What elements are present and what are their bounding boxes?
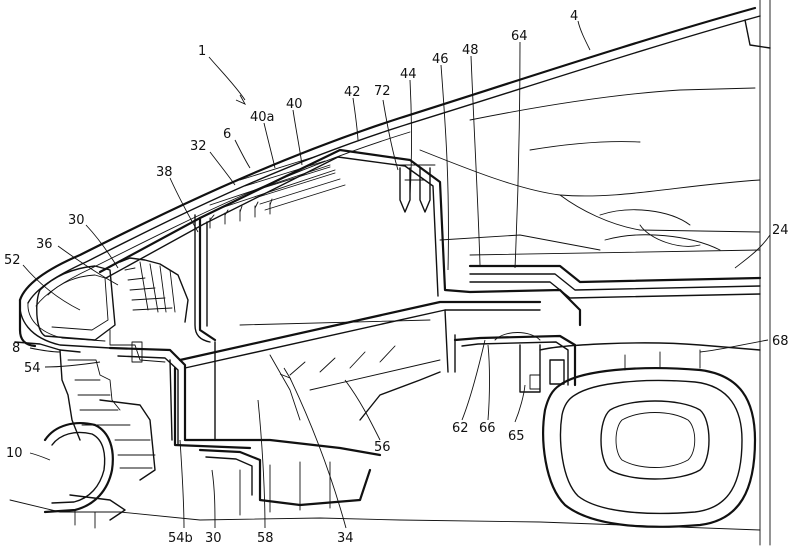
label-4: 4 bbox=[570, 9, 578, 24]
leader-10 bbox=[29, 452, 51, 461]
leader-24 bbox=[734, 234, 771, 269]
leader-30b bbox=[211, 469, 216, 529]
leader-34 bbox=[289, 377, 347, 529]
arrow-1 bbox=[235, 94, 247, 105]
label-62: 62 bbox=[452, 421, 469, 436]
leader-38 bbox=[169, 177, 199, 233]
leader-58 bbox=[257, 399, 266, 529]
leader-54 bbox=[44, 361, 101, 368]
label-54: 54 bbox=[24, 361, 41, 376]
label-48: 48 bbox=[462, 43, 479, 58]
label-42: 42 bbox=[344, 85, 361, 100]
label-32: 32 bbox=[190, 139, 207, 154]
hood-panel bbox=[18, 6, 771, 349]
label-68: 68 bbox=[772, 334, 789, 349]
label-44: 44 bbox=[400, 67, 417, 82]
leader-42 bbox=[352, 97, 359, 141]
label-46: 46 bbox=[432, 52, 449, 67]
leader-72 bbox=[382, 99, 399, 171]
label-52: 52 bbox=[4, 253, 21, 268]
leader-64 bbox=[514, 41, 521, 269]
leader-30a bbox=[85, 224, 119, 269]
label-34: 34 bbox=[337, 531, 354, 546]
label-38: 38 bbox=[156, 165, 173, 180]
leader-44 bbox=[409, 79, 412, 196]
label-64: 64 bbox=[511, 29, 528, 44]
label-10: 10 bbox=[6, 446, 23, 461]
leader-40 bbox=[292, 109, 303, 166]
label-1: 1 bbox=[198, 44, 206, 59]
leader-32 bbox=[209, 151, 236, 186]
reference-numerals: 1 4 6 8 10 24 30 30 32 34 36 38 40 40a 4… bbox=[4, 9, 789, 546]
leader-1 bbox=[208, 56, 246, 101]
label-72: 72 bbox=[374, 84, 391, 99]
leader-46 bbox=[440, 64, 449, 271]
label-58: 58 bbox=[257, 531, 274, 546]
leader-6 bbox=[234, 139, 251, 169]
headlamp-assembly bbox=[14, 257, 189, 363]
leader-40a bbox=[263, 122, 276, 169]
leader-52 bbox=[22, 264, 81, 311]
label-8: 8 bbox=[12, 341, 20, 356]
label-6: 6 bbox=[223, 127, 231, 142]
leader-66 bbox=[487, 344, 490, 421]
label-24: 24 bbox=[772, 223, 789, 238]
fastener-clip bbox=[394, 164, 436, 213]
leader-lines bbox=[22, 20, 771, 529]
lower-middle bbox=[169, 345, 441, 516]
dash-lower bbox=[108, 300, 542, 457]
arrow-34 bbox=[279, 367, 292, 379]
leader-65 bbox=[514, 384, 526, 423]
leader-8 bbox=[29, 347, 61, 353]
label-66: 66 bbox=[479, 421, 496, 436]
leader-68 bbox=[699, 339, 769, 353]
leader-36 bbox=[57, 245, 119, 286]
leader-48 bbox=[470, 55, 481, 266]
leader-56 bbox=[344, 379, 381, 441]
label-54b: 54b bbox=[168, 531, 193, 546]
label-40: 40 bbox=[286, 97, 303, 112]
leader-54b bbox=[179, 439, 185, 529]
label-30b: 30 bbox=[205, 531, 222, 546]
rear-structure bbox=[419, 0, 771, 546]
label-36: 36 bbox=[36, 237, 53, 252]
lower-front bbox=[9, 349, 761, 531]
leader-62 bbox=[461, 339, 486, 421]
label-56: 56 bbox=[374, 440, 391, 455]
label-40a: 40a bbox=[250, 110, 275, 125]
label-65: 65 bbox=[508, 429, 525, 444]
label-30a: 30 bbox=[68, 213, 85, 228]
leader-4 bbox=[577, 20, 591, 51]
cowl-structure bbox=[98, 148, 582, 343]
wheel-well bbox=[539, 342, 761, 528]
